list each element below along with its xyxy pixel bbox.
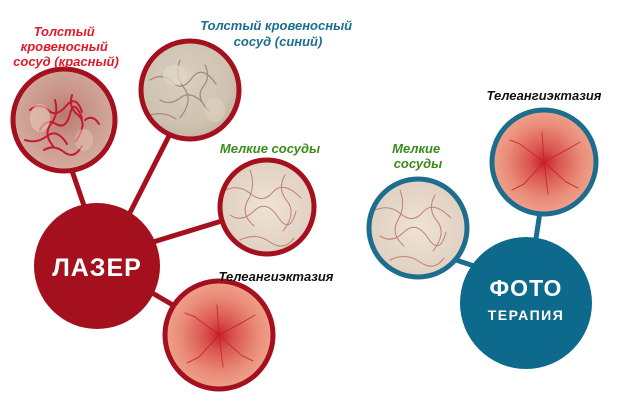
label-thick-blue: Толстый кровеносный сосуд (синий) xyxy=(200,18,356,49)
label-thick-blue-line2: сосуд (синий) xyxy=(234,34,323,49)
label-small-vessels-photo-line1: Мелкие xyxy=(392,141,440,156)
photo-title-line1: ФОТО xyxy=(490,275,563,301)
laser-hub: ЛАЗЕР xyxy=(34,203,160,329)
telangiectasia-image-laser xyxy=(162,278,276,392)
label-small-vessels-laser: Мелкие сосуды xyxy=(220,141,320,156)
small-vessels-image-laser xyxy=(217,157,317,257)
telangiectasia-image-photo xyxy=(489,107,599,217)
label-thick-red-line2: кровеносный xyxy=(21,39,108,54)
small-vessels-image-photo xyxy=(366,176,470,280)
thick-red-vessel-image xyxy=(10,66,118,174)
label-thick-red-line3: сосуд (красный) xyxy=(13,54,119,69)
label-telangiectasia-laser: Телеангиэктазия xyxy=(219,269,334,284)
labels: Толстый кровеносный сосуд (красный) Толс… xyxy=(13,18,602,284)
label-thick-red: Толстый кровеносный сосуд (красный) xyxy=(13,24,119,69)
label-small-vessels-photo: Мелкие сосуды xyxy=(392,141,444,171)
label-small-vessels-photo-line2: сосуды xyxy=(394,156,443,171)
photo-title-line2: ТЕРАПИЯ xyxy=(488,307,565,323)
laser-title: ЛАЗЕР xyxy=(52,254,142,282)
label-thick-red-line1: Толстый xyxy=(34,24,95,39)
thick-blue-vessel-image xyxy=(138,38,242,142)
photo-hub: ФОТО ТЕРАПИЯ xyxy=(460,237,592,369)
label-thick-blue-line1: Толстый кровеносный xyxy=(200,18,352,33)
label-telangiectasia-photo: Телеангиэктазия xyxy=(487,88,602,103)
